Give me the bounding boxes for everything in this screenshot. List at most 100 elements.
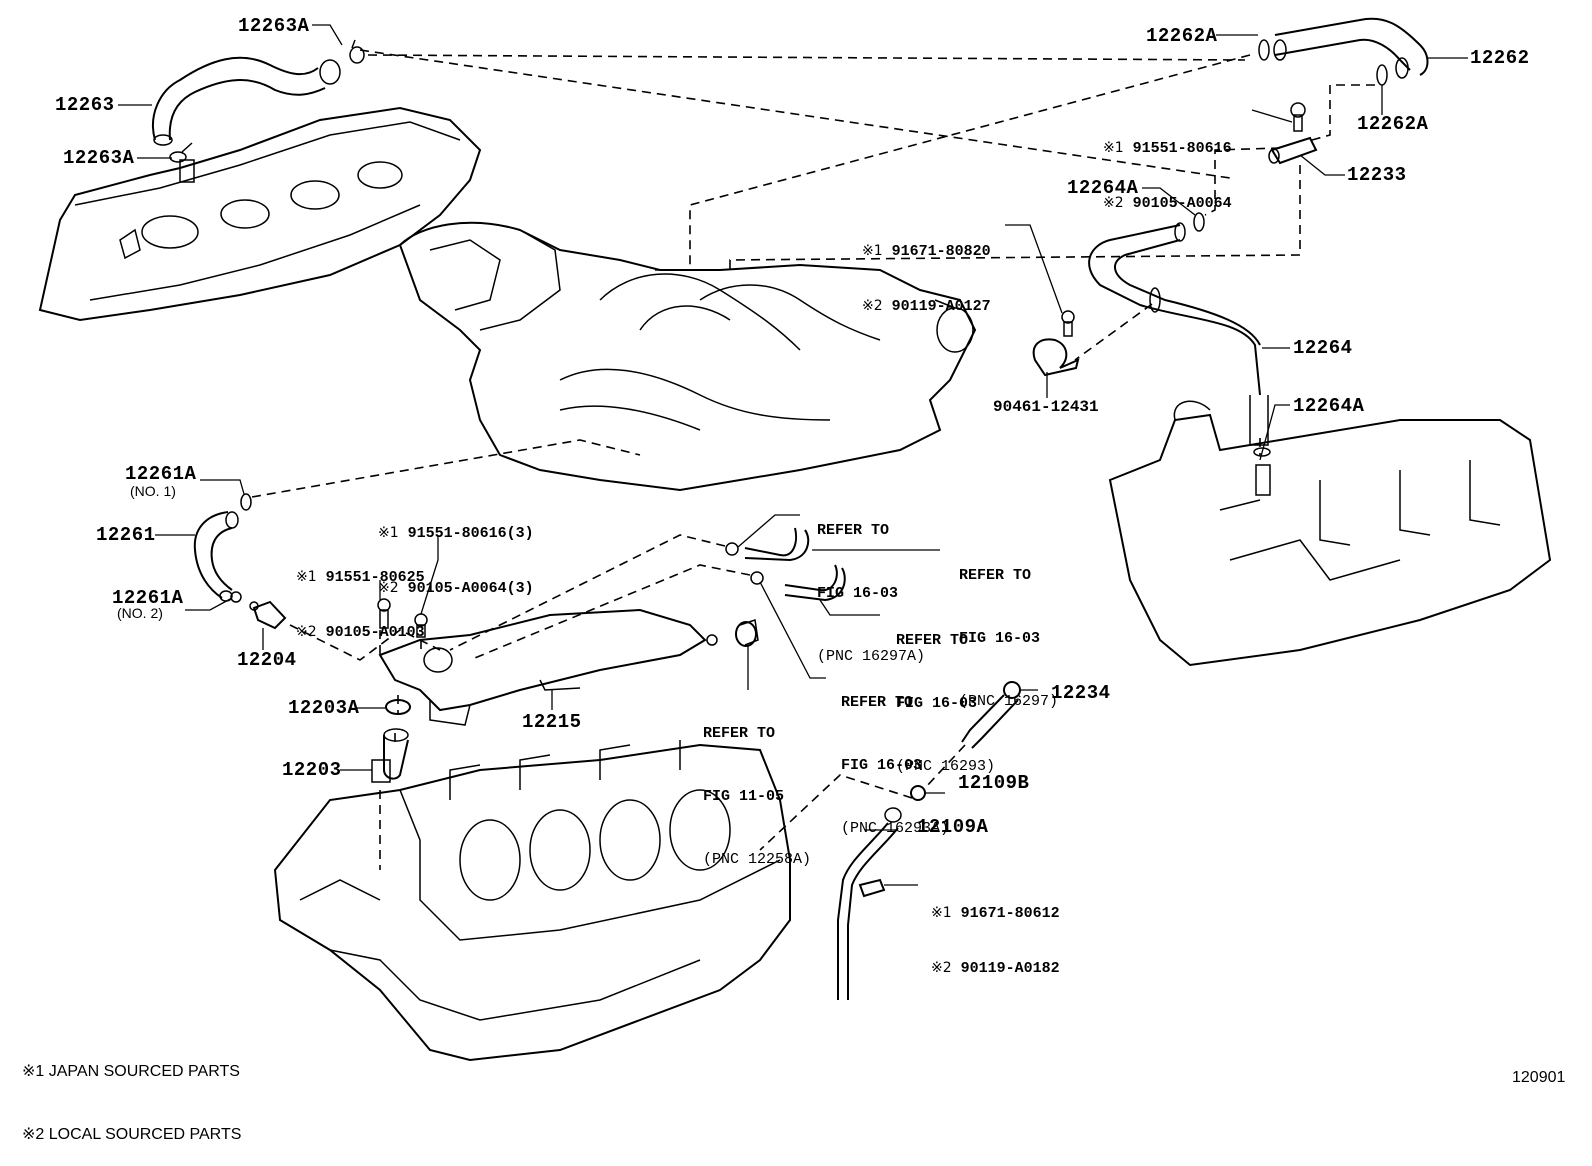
reference-line1: REFER TO bbox=[817, 522, 890, 539]
reference-pnc: (PNC 16293) bbox=[896, 758, 996, 775]
union-12203 bbox=[371, 728, 409, 783]
mark-local: ※2 bbox=[296, 624, 317, 640]
callout-12264A-bottom[interactable]: 12264A bbox=[1293, 395, 1365, 417]
grommet-ref-12258A bbox=[735, 619, 759, 647]
reference-pnc-16293[interactable]: REFER TO FIG 16-03 (PNC 16293) bbox=[896, 588, 995, 798]
clamp-12263A-top bbox=[349, 39, 365, 64]
bolt-clamp bbox=[1061, 310, 1075, 337]
reference-pnc-16293A[interactable]: REFER TO FIG 16-03 (PNC 16293A) bbox=[841, 650, 949, 860]
reference-line1: REFER TO bbox=[703, 725, 776, 742]
reference-pnc: (PNC 16297A) bbox=[817, 648, 926, 665]
callout-12203A[interactable]: 12203A bbox=[288, 697, 360, 719]
callout-12204[interactable]: 12204 bbox=[237, 649, 297, 671]
mark-local: ※2 bbox=[931, 960, 952, 976]
callout-12263A-top[interactable]: 12263A bbox=[238, 15, 310, 37]
bolt-12109A bbox=[858, 878, 886, 898]
clamp-12261A-no2 bbox=[230, 591, 242, 603]
legend-japan-sourced: ※1 JAPAN SOURCED PARTS bbox=[22, 1063, 240, 1080]
callout-12215[interactable]: 12215 bbox=[522, 711, 582, 733]
mark-local: ※2 bbox=[378, 580, 399, 596]
reference-pnc: (PNC 12258A) bbox=[703, 851, 812, 868]
part-number-local[interactable]: 90119-A0182 bbox=[960, 960, 1060, 977]
pcv-valve-12204 bbox=[249, 600, 287, 630]
callout-12261A-no1[interactable]: 12261A bbox=[125, 463, 197, 485]
reference-pnc-16297A[interactable]: REFER TO FIG 16-03 (PNC 16297A) bbox=[817, 478, 925, 688]
reference-pnc: (PNC 16293A) bbox=[841, 820, 950, 837]
reference-line1: REFER TO bbox=[841, 694, 914, 711]
clamp-90461-12431 bbox=[1032, 338, 1080, 377]
mark-japan: ※1 bbox=[1103, 140, 1124, 156]
callout-12261A-no2[interactable]: 12261A bbox=[112, 587, 184, 609]
oil-level-gauge-guide-12109A bbox=[837, 807, 902, 1000]
part-number-japan[interactable]: 91671-80612 bbox=[960, 905, 1060, 922]
part-number-local[interactable]: 90105-A0064 bbox=[1132, 195, 1232, 212]
fitting-12233 bbox=[1268, 136, 1318, 165]
reference-line2: FIG 16-03 bbox=[959, 630, 1041, 647]
legend: ※1 JAPAN SOURCED PARTS ※2 LOCAL SOURCED … bbox=[22, 1019, 241, 1166]
mark-japan: ※1 bbox=[862, 243, 883, 259]
clamp-12264A-bottom bbox=[1253, 447, 1271, 457]
hose-ref-16297 bbox=[725, 527, 810, 562]
part-number-bolt-12109A[interactable]: ※1 91671-80612 ※2 90119-A0182 bbox=[931, 868, 1060, 996]
clamp-12262A-right bbox=[1376, 64, 1388, 86]
callout-12262A-left[interactable]: 12262A bbox=[1146, 25, 1218, 47]
routing-dashed-lines bbox=[251, 49, 1375, 870]
callout-12264[interactable]: 12264 bbox=[1293, 337, 1353, 359]
part-number-local[interactable]: 90119-A0127 bbox=[891, 298, 991, 315]
hose-12262 bbox=[1273, 17, 1429, 79]
figure-number: 120901 bbox=[1512, 1069, 1566, 1086]
part-number-bolt-clamp[interactable]: ※1 91671-80820 ※2 90119-A0127 bbox=[862, 206, 991, 334]
bolt-12215-b bbox=[377, 598, 391, 629]
right-valve-cover bbox=[1108, 400, 1552, 667]
part-number-bolt-12233[interactable]: ※1 91551-80616 ※2 90105-A0064 bbox=[1103, 103, 1232, 231]
callout-12109B[interactable]: 12109B bbox=[958, 772, 1030, 794]
part-number-bolt-12215-b[interactable]: ※1 91551-80625 ※2 90105-A0103 bbox=[296, 532, 425, 660]
mark-japan: ※1 bbox=[296, 569, 317, 585]
callout-12203[interactable]: 12203 bbox=[282, 759, 342, 781]
hose-12263 bbox=[152, 56, 341, 146]
clamp-12261A-no1 bbox=[240, 493, 252, 511]
part-number-local[interactable]: 90105-A0103 bbox=[325, 624, 425, 641]
callout-12263[interactable]: 12263 bbox=[55, 94, 115, 116]
mark-japan: ※1 bbox=[378, 525, 399, 541]
callout-90461-12431[interactable]: 90461-12431 bbox=[993, 398, 1099, 416]
left-valve-cover bbox=[38, 106, 482, 322]
part-number-japan[interactable]: 91551-80616 bbox=[1132, 140, 1232, 157]
callout-12264A-top[interactable]: 12264A bbox=[1067, 177, 1139, 199]
part-number-local[interactable]: 90105-A0064(3) bbox=[407, 580, 534, 597]
leader-lines bbox=[118, 24, 1468, 886]
mark-local: ※2 bbox=[1103, 195, 1124, 211]
reference-line2: FIG 16-03 bbox=[817, 585, 899, 602]
callout-12233[interactable]: 12233 bbox=[1347, 164, 1407, 186]
reference-pnc-12258A[interactable]: REFER TO FIG 11-05 (PNC 12258A) bbox=[703, 681, 811, 891]
part-number-japan[interactable]: 91551-80616(3) bbox=[407, 525, 534, 542]
bolt-12233 bbox=[1290, 102, 1306, 132]
intake-manifold bbox=[398, 221, 977, 492]
callout-12262[interactable]: 12262 bbox=[1470, 47, 1530, 69]
mark-local: ※2 bbox=[862, 298, 883, 314]
parts-diagram-canvas bbox=[38, 17, 1552, 1062]
callout-12261[interactable]: 12261 bbox=[96, 524, 156, 546]
mark-japan: ※1 bbox=[931, 905, 952, 921]
reference-line2: FIG 16-03 bbox=[896, 695, 978, 712]
callout-12234[interactable]: 12234 bbox=[1051, 682, 1111, 704]
clamp-12263A-bottom bbox=[169, 142, 193, 163]
part-number-japan[interactable]: 91551-80625 bbox=[325, 569, 425, 586]
reference-line2: FIG 16-03 bbox=[841, 757, 923, 774]
reference-line1: REFER TO bbox=[896, 632, 969, 649]
legend-local-sourced: ※2 LOCAL SOURCED PARTS bbox=[22, 1126, 242, 1143]
callout-12262A-right[interactable]: 12262A bbox=[1357, 113, 1429, 135]
callout-12261A-no1-sub: (NO. 1) bbox=[130, 483, 176, 499]
hose-12261 bbox=[193, 511, 239, 602]
part-number-bolt-12215-a[interactable]: ※1 91551-80616(3) ※2 90105-A0064(3) bbox=[378, 488, 534, 616]
callout-12261A-no2-sub: (NO. 2) bbox=[117, 605, 163, 621]
reference-line1: REFER TO bbox=[959, 567, 1032, 584]
callout-12109A[interactable]: 12109A bbox=[917, 816, 989, 838]
hose-ref-16293 bbox=[750, 564, 846, 602]
reference-pnc-16297[interactable]: REFER TO FIG 16-03 (PNC 16297) bbox=[959, 523, 1058, 733]
clamp-12264A-top bbox=[1193, 212, 1205, 232]
callout-12263A-bottom[interactable]: 12263A bbox=[63, 147, 135, 169]
oil-separator-12215 bbox=[378, 608, 718, 726]
part-number-japan[interactable]: 91671-80820 bbox=[891, 243, 991, 260]
engine-block bbox=[273, 740, 791, 1062]
